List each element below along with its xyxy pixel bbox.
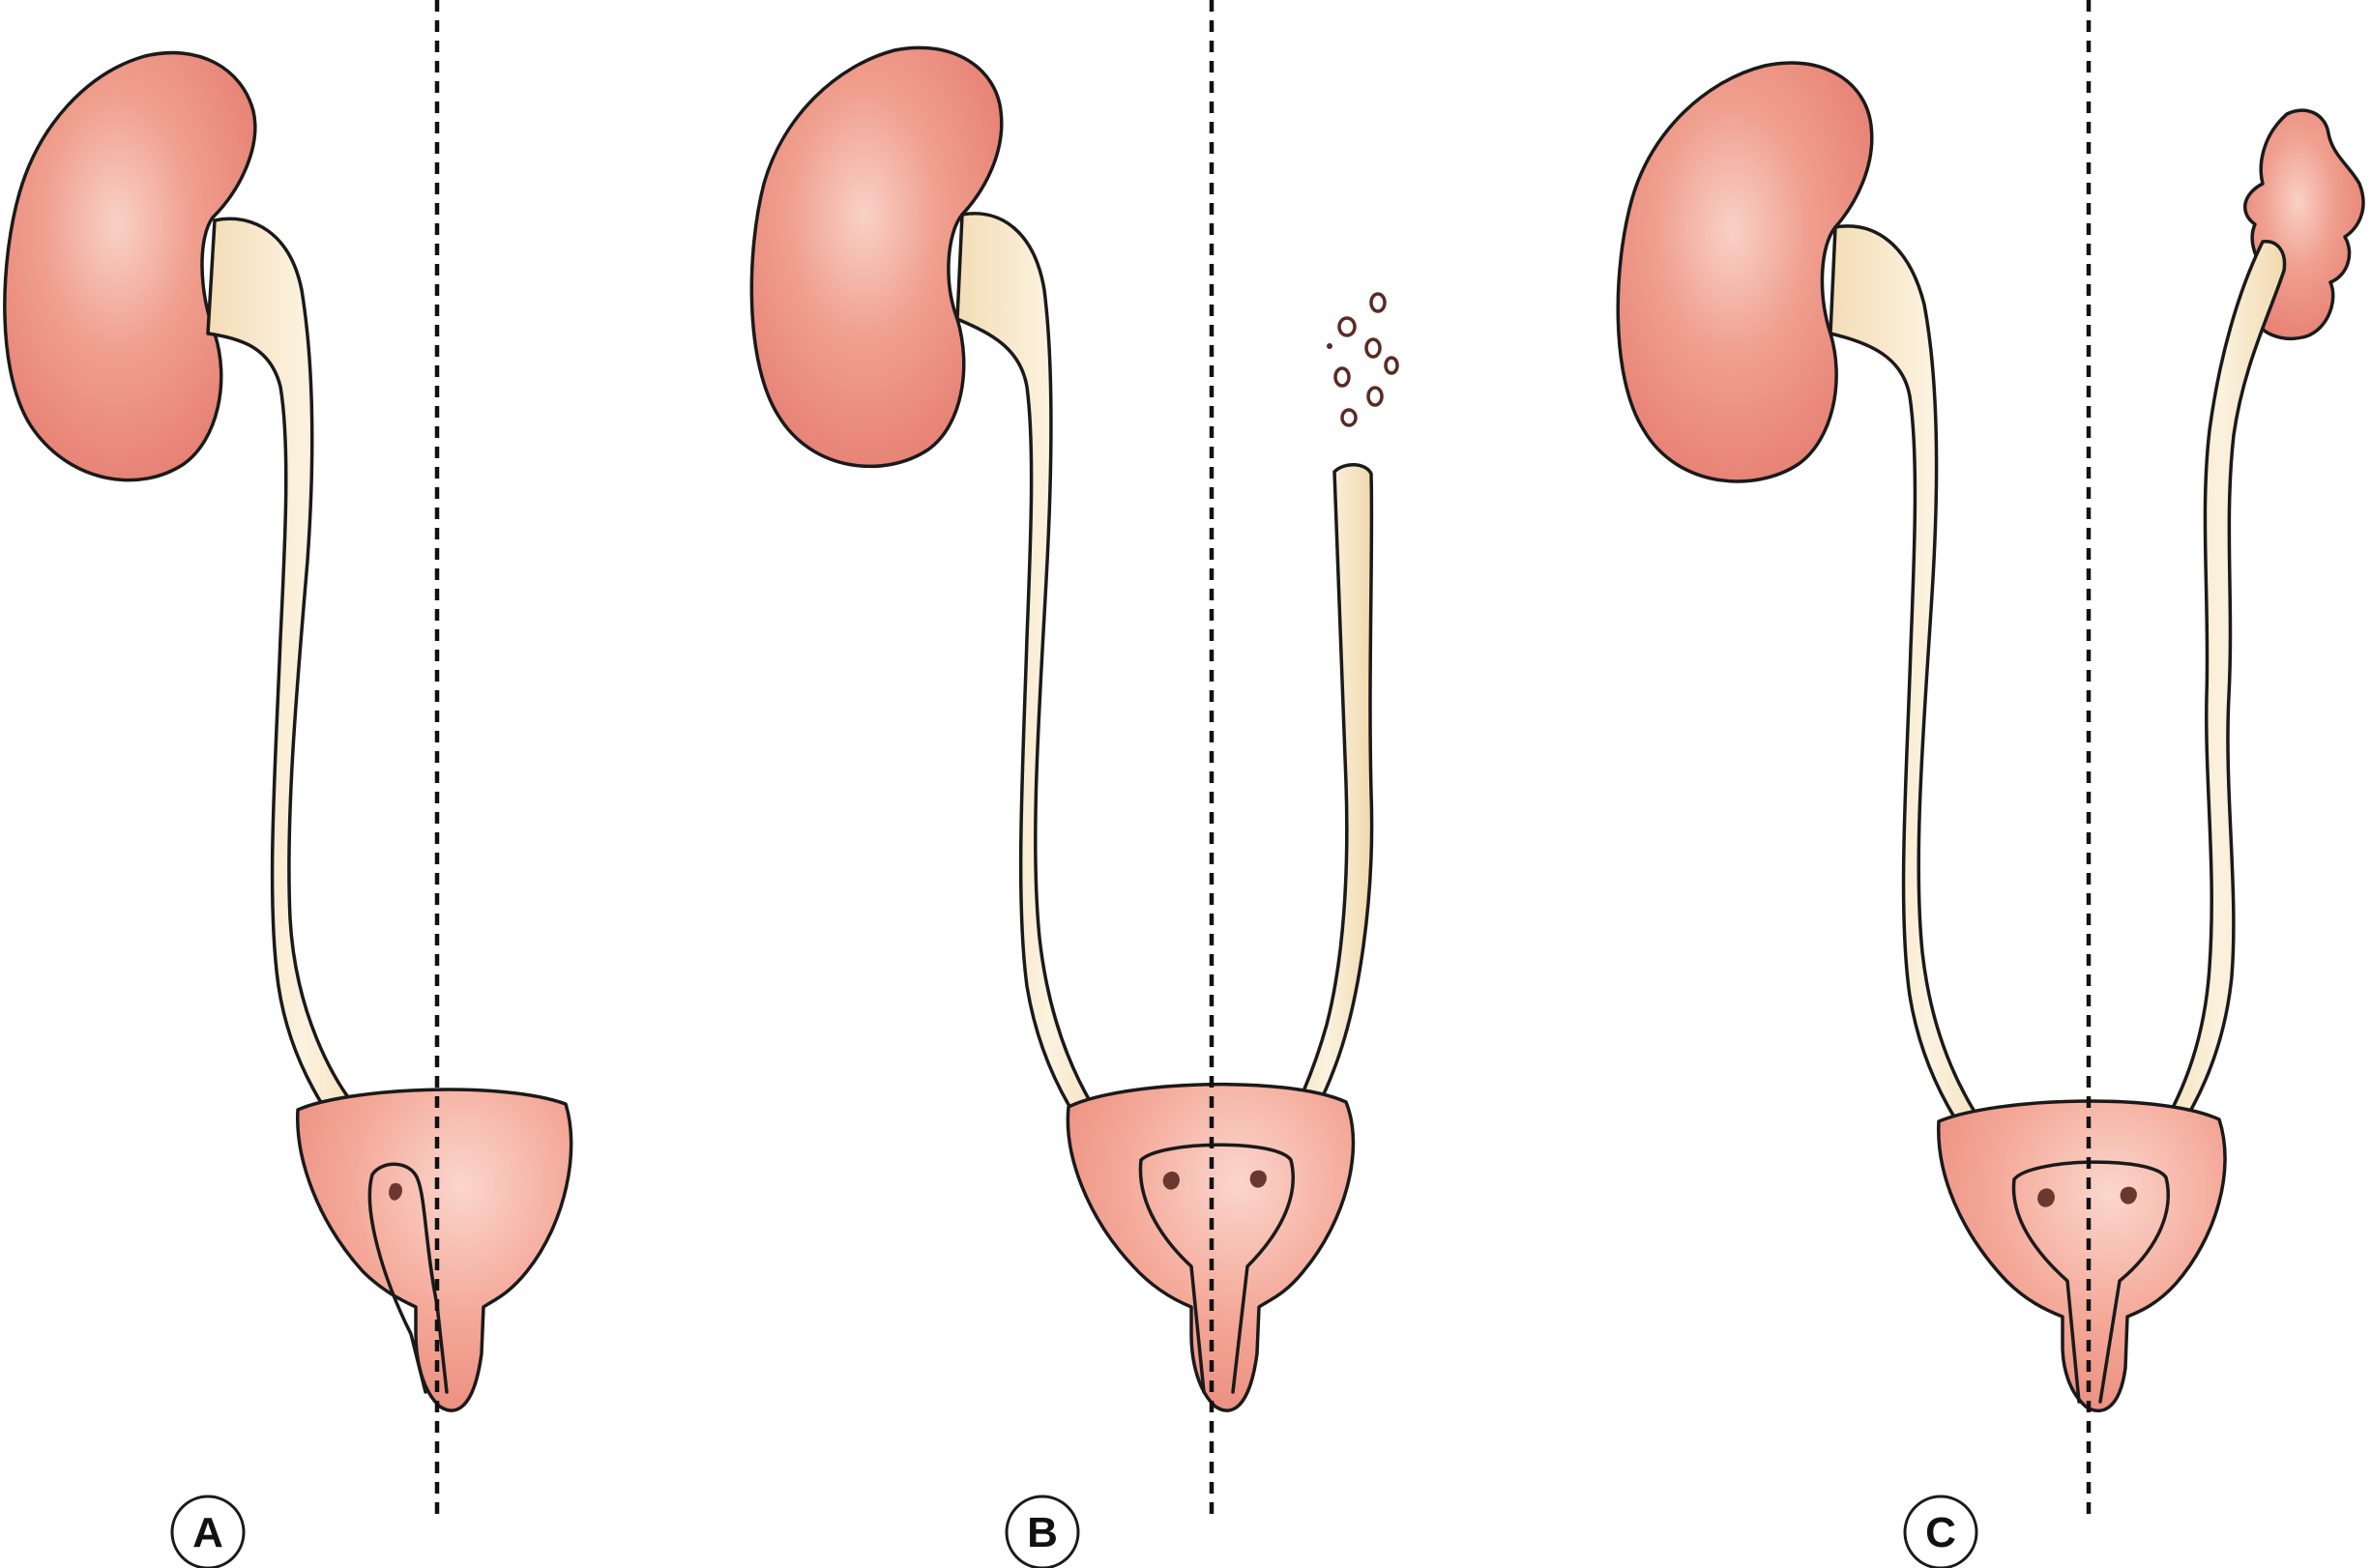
trigone-c <box>2011 1160 2170 1404</box>
nephrogenic-cells <box>1327 292 1399 427</box>
ureteric-orifice-left-c <box>2037 1188 2055 1207</box>
left-ureter <box>955 212 1128 1167</box>
panel-b: B <box>749 0 1399 1568</box>
svg-text:C: C <box>1925 1509 1956 1556</box>
trigone-b <box>1138 1143 1295 1394</box>
ureteric-orifice-right-c <box>2120 1186 2137 1205</box>
ureteric-orifice-right-b <box>1249 1170 1267 1188</box>
right-ureter <box>2145 240 2287 1162</box>
panel-label-c: C <box>1903 1495 1978 1568</box>
left-ureter <box>1829 224 2013 1176</box>
panel-label-a: A <box>170 1495 246 1568</box>
panel-a: A <box>3 0 573 1568</box>
svg-text:A: A <box>192 1509 223 1556</box>
ureteric-orifice-left-b <box>1162 1171 1180 1190</box>
left-ureter <box>206 217 384 1167</box>
svg-text:B: B <box>1027 1509 1058 1556</box>
panel-label-b: B <box>1005 1495 1080 1568</box>
ureteric-orifice-a <box>389 1182 402 1201</box>
right-ureter-stump <box>1273 463 1374 1157</box>
left-kidney <box>749 45 1004 469</box>
bladder <box>296 1088 573 1412</box>
left-kidney <box>1616 61 1874 483</box>
trigone-a <box>367 1162 449 1394</box>
bladder <box>1937 1099 2227 1413</box>
panel-c: C <box>1616 0 2365 1568</box>
left-kidney <box>3 50 257 482</box>
